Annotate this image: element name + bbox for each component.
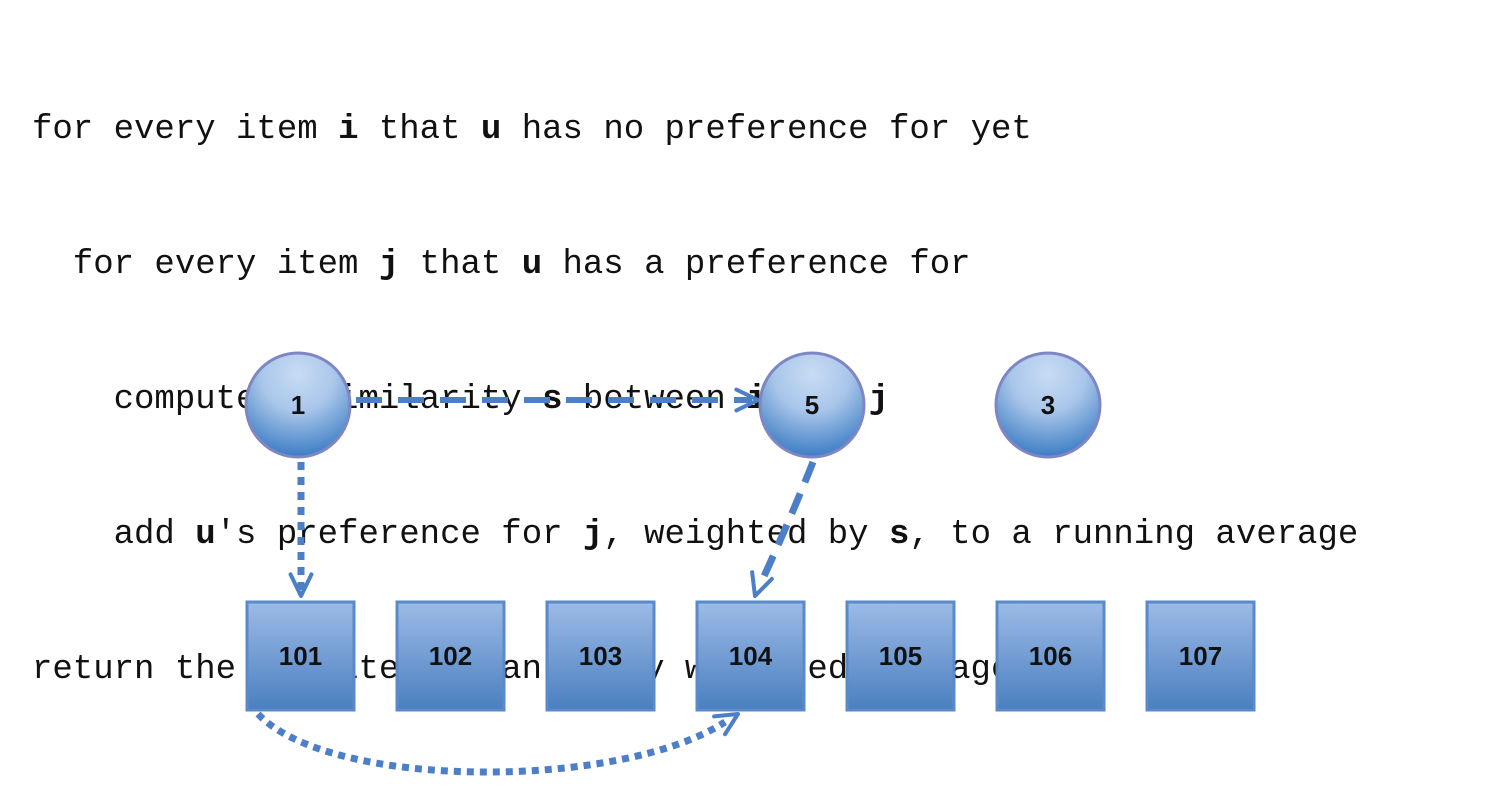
item-label: 106 <box>1029 641 1072 671</box>
edge-item101-to-item104 <box>255 711 727 776</box>
user-circle <box>758 351 866 459</box>
code-variable: j <box>378 246 400 284</box>
item-box <box>695 600 806 712</box>
item-node-101: 101 <box>245 600 356 712</box>
code-variable: u <box>195 516 216 554</box>
item-node-106: 106 <box>995 600 1106 712</box>
code-text: , to a running average <box>909 516 1359 554</box>
code-variable: j <box>582 516 604 554</box>
user-label: 3 <box>1041 390 1055 420</box>
code-text: 's preference for <box>215 516 583 554</box>
item-node-104: 104 <box>695 600 806 712</box>
code-variable: j <box>868 381 889 419</box>
item-box <box>245 600 356 712</box>
code-variable: u <box>480 111 502 149</box>
item-label: 104 <box>729 641 773 671</box>
user-node-1: 1 <box>244 351 352 459</box>
arrowhead-item104-top <box>750 570 774 598</box>
code-variable: s <box>888 516 910 554</box>
item-node-107: 107 <box>1145 600 1256 712</box>
code-text: has no preference for yet <box>501 111 1032 149</box>
item-node-105: 105 <box>845 600 956 712</box>
edge-user5-to-item104 <box>756 460 817 587</box>
arrowhead-user5 <box>734 387 760 413</box>
user-label: 5 <box>805 390 819 420</box>
item-box <box>545 600 656 712</box>
item-box <box>845 600 956 712</box>
code-variable: u <box>521 246 543 284</box>
pseudocode-line-1: for every item i that u has no preferenc… <box>32 108 1358 153</box>
user-circle <box>994 351 1102 459</box>
arrowhead-item104-bottom <box>712 712 740 737</box>
user-label: 1 <box>291 390 305 420</box>
pseudocode-line-4: add u's preference for j, weighted by s,… <box>32 513 1359 558</box>
user-node-5: 5 <box>758 351 866 459</box>
arrowhead-item101 <box>288 572 314 598</box>
edges-layer <box>255 387 817 776</box>
code-text: has a preference for <box>542 246 971 284</box>
code-text: that <box>399 246 522 284</box>
item-label: 105 <box>879 641 922 671</box>
code-variable: i <box>338 111 359 149</box>
item-label: 107 <box>1179 641 1222 671</box>
item-box <box>1145 600 1256 712</box>
item-box <box>995 600 1106 712</box>
code-variable: s <box>542 381 563 419</box>
pseudocode-line-2: for every item j that u has a preference… <box>32 243 1358 288</box>
item-node-103: 103 <box>545 600 656 712</box>
item-box <box>395 600 506 712</box>
code-text: for every item <box>32 111 339 149</box>
item-label: 102 <box>429 641 472 671</box>
code-text: that <box>358 111 481 149</box>
nodes-layer: 1 5 3 101 102 103 104 105 106 107 <box>244 351 1256 712</box>
item-label: 101 <box>279 641 322 671</box>
code-text: add <box>32 516 196 554</box>
code-text: for every item <box>32 246 379 284</box>
item-node-102: 102 <box>395 600 506 712</box>
user-node-3: 3 <box>994 351 1102 459</box>
user-circle <box>244 351 352 459</box>
item-label: 103 <box>579 641 622 671</box>
